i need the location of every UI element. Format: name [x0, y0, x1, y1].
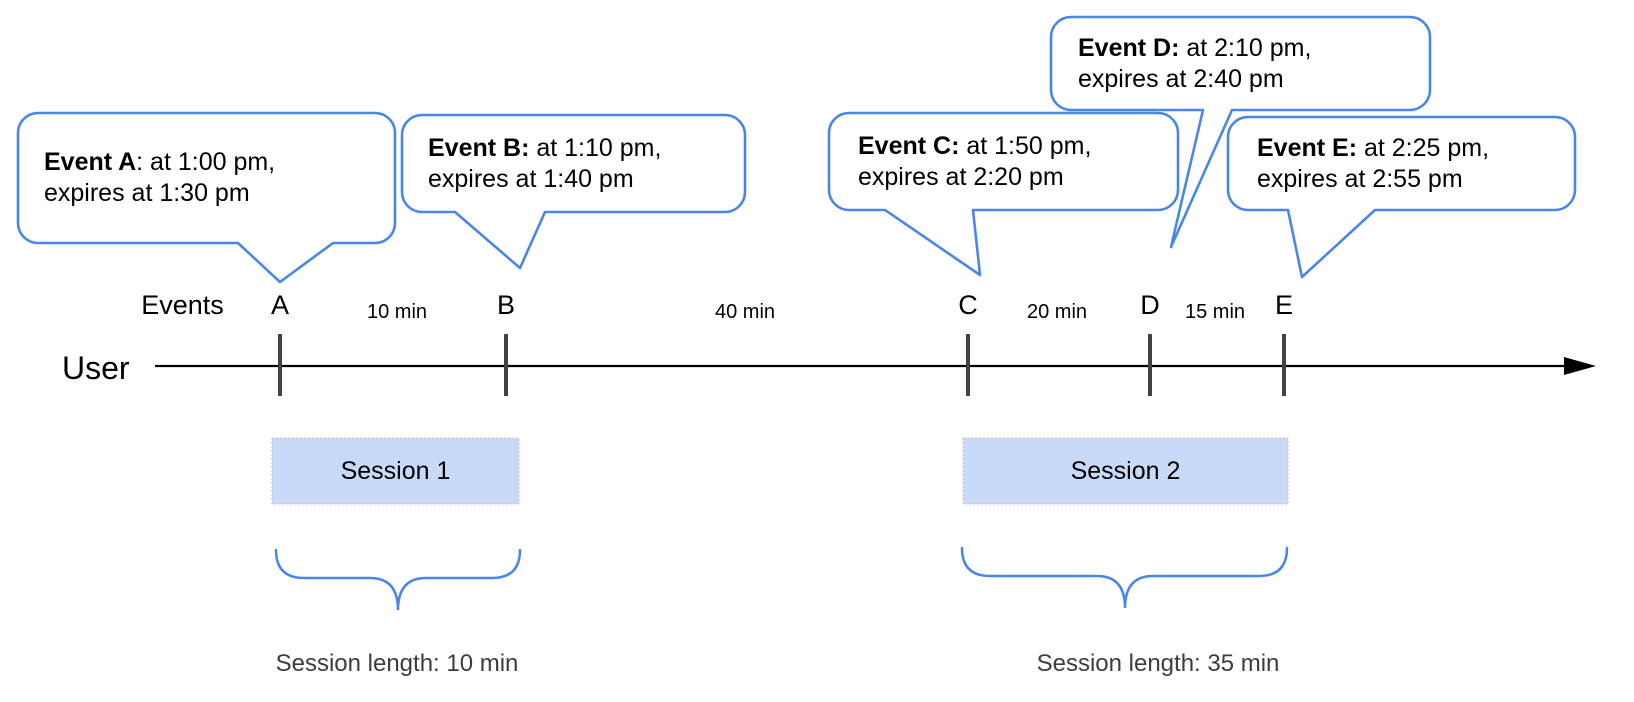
event-tick-e	[1282, 334, 1286, 396]
session-2-label: Session 2	[1070, 456, 1181, 485]
session-1-box	[271, 437, 520, 505]
event-e-speech-bubble	[1226, 115, 1577, 279]
event-c-speech-bubble	[827, 111, 1180, 277]
session-1-brace	[274, 548, 522, 611]
event-c-line-2: expires at 2:20 pm	[858, 162, 1064, 191]
event-e-bubble-text: Event E: at 2:25 pm, expires at 2:55 pm	[1257, 117, 1567, 210]
event-b-speech-bubble	[400, 113, 747, 270]
event-label-b: B	[496, 290, 515, 320]
event-c-line-1: Event C: at 1:50 pm,	[858, 131, 1092, 160]
event-label-d: D	[1140, 290, 1160, 320]
event-tick-c	[966, 334, 970, 396]
event-e-line-2: expires at 2:55 pm	[1257, 164, 1463, 193]
event-tick-d	[1148, 334, 1152, 396]
session-2-length-label: Session length: 35 min	[1036, 650, 1280, 677]
session-1-length-label: Session length: 10 min	[275, 650, 519, 677]
events-axis-caption: Events	[141, 290, 224, 320]
event-d-line-1: Event D: at 2:10 pm,	[1078, 33, 1312, 62]
interval-label-d-e: 15 min	[1184, 301, 1246, 323]
event-tick-b	[504, 334, 508, 396]
interval-label-b-c: 40 min	[714, 301, 776, 323]
event-label-a: A	[270, 290, 289, 320]
event-b-line-2: expires at 1:40 pm	[428, 164, 634, 193]
user-axis-label: User	[62, 350, 130, 386]
event-a-speech-bubble	[16, 111, 397, 284]
session-2-box	[962, 437, 1289, 505]
event-a-line-1: Event A: at 1:00 pm,	[44, 148, 276, 176]
event-b-bubble-text: Event B: at 1:10 pm, expires at 1:40 pm	[428, 115, 728, 212]
event-d-line-2: expires at 2:40 pm	[1078, 64, 1284, 93]
event-a-bubble-text: Event A: at 1:00 pm, expires at 1:30 pm	[44, 113, 384, 243]
event-b-line-1: Event B: at 1:10 pm,	[428, 133, 662, 162]
session-2-brace	[960, 546, 1289, 609]
interval-label-a-b: 10 min	[366, 301, 428, 323]
session-1-label: Session 1	[340, 456, 451, 485]
event-d-bubble-text: Event D: at 2:10 pm, expires at 2:40 pm	[1078, 17, 1418, 110]
interval-label-c-d: 20 min	[1026, 301, 1088, 323]
event-d-speech-bubble	[1049, 15, 1432, 249]
event-e-line-1: Event E: at 2:25 pm,	[1257, 133, 1490, 162]
event-tick-a	[278, 334, 282, 396]
timeline-arrowhead-icon	[1564, 357, 1596, 375]
event-label-e: E	[1274, 290, 1293, 320]
event-c-bubble-text: Event C: at 1:50 pm, expires at 2:20 pm	[858, 113, 1168, 210]
event-label-c: C	[958, 290, 978, 320]
event-a-line-2: expires at 1:30 pm	[44, 179, 250, 207]
